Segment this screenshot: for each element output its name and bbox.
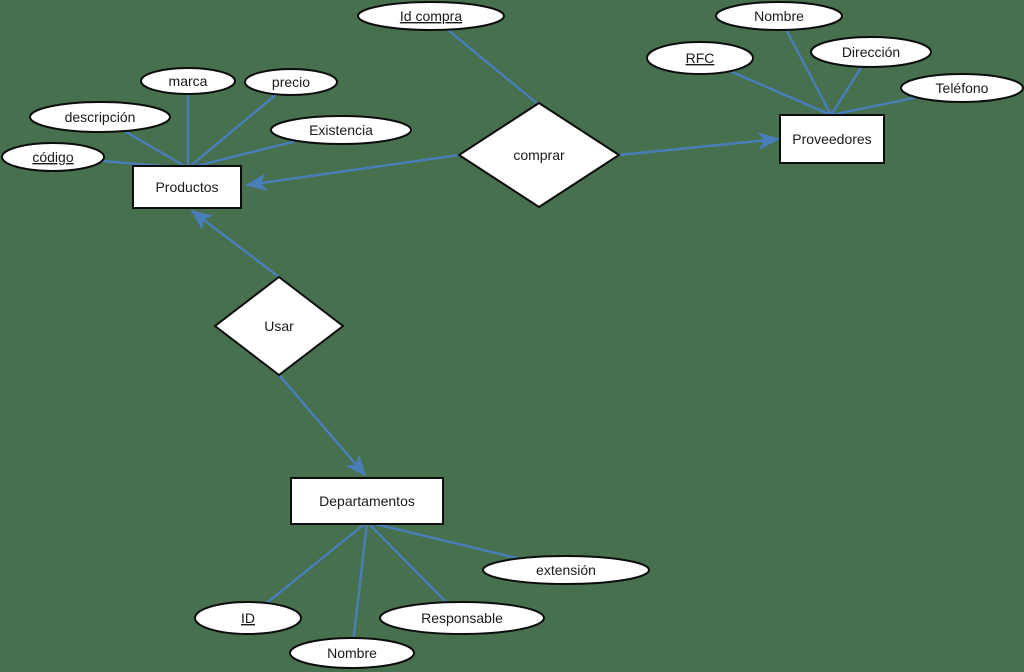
attribute-label-descripcion: descripción [65,109,136,125]
attribute-ellipse-extension [482,555,650,585]
entity-departamentos: Departamentos [290,477,444,525]
attribute-nombre-proveedor: Nombre [715,1,843,31]
entity-label-departamentos: Departamentos [319,493,415,509]
attribute-label-marca: marca [169,73,208,89]
attribute-label-existencia: Existencia [309,122,373,138]
attribute-ellipse-id-compra [357,1,505,31]
attribute-ellipse-codigo [1,142,105,172]
relationship-diamond-comprar [457,101,621,209]
attribute-descripcion: descripción [29,101,171,133]
entity-box-productos [132,165,242,209]
entity-box-proveedores [779,114,885,164]
relationship-usar: Usar [213,275,345,377]
attribute-label-responsable: Responsable [421,610,503,626]
entity-label-proveedores: Proveedores [792,131,871,147]
edge-nombre-departamentos [350,521,369,654]
attribute-label-precio: precio [272,74,310,90]
attribute-ellipse-responsable [379,601,545,635]
relationship-label-comprar: comprar [513,147,565,163]
attribute-label-id-departamento: ID [241,610,255,626]
entity-productos: Productos [132,165,242,209]
arrow-comprar-to-proveedores [618,132,780,157]
attribute-rfc: RFC [646,41,754,75]
attribute-existencia: Existencia [270,115,412,145]
edge-idcompra-comprar [430,15,540,106]
edge-id-departamentos [247,521,368,619]
attribute-ellipse-existencia [270,115,412,145]
attribute-nombre-departamento: Nombre [289,637,415,669]
attribute-label-id-compra: Id compra [400,8,462,24]
arrow-comprar-to-productos [245,153,460,192]
attribute-ellipse-marca [140,67,236,95]
attribute-marca: marca [140,67,236,95]
entity-label-productos: Productos [155,179,218,195]
attribute-codigo: código [1,142,105,172]
attribute-ellipse-nombre-proveedor [715,1,843,31]
edge-nombre-proveedores [777,15,833,116]
attribute-precio: precio [244,68,338,96]
edge-precio-productos [187,81,292,169]
attribute-id-compra: Id compra [357,1,505,31]
attribute-direccion: Dirección [810,36,932,68]
attribute-label-direccion: Dirección [842,44,900,60]
attribute-ellipse-rfc [646,41,754,75]
relationship-comprar: comprar [457,101,621,209]
attribute-label-rfc: RFC [686,50,715,66]
entity-box-departamentos [290,477,444,525]
attribute-label-telefono: Teléfono [936,80,989,96]
relationship-connectors [190,132,780,477]
attribute-ellipse-nombre-departamento [289,637,415,669]
attribute-responsable: Responsable [379,601,545,635]
entity-proveedores: Proveedores [779,114,885,164]
attribute-label-extension: extensión [536,562,596,578]
arrow-usar-to-productos [190,209,280,278]
attribute-ellipse-telefono [900,73,1024,103]
attribute-ellipse-id-departamento [194,601,302,635]
attribute-ellipse-descripcion [29,101,171,133]
attribute-telefono: Teléfono [900,73,1024,103]
attribute-ellipse-direccion [810,36,932,68]
attribute-label-nombre-proveedor: Nombre [754,8,804,24]
attribute-ellipse-precio [244,68,338,96]
attribute-id-departamento: ID [194,601,302,635]
relationship-label-usar: Usar [264,318,294,334]
attribute-label-nombre-departamento: Nombre [327,645,377,661]
relationship-diamond-usar [213,275,345,377]
attribute-label-codigo: código [32,149,73,165]
arrow-usar-to-departamentos [278,374,367,477]
attribute-extension: extensión [482,555,650,585]
